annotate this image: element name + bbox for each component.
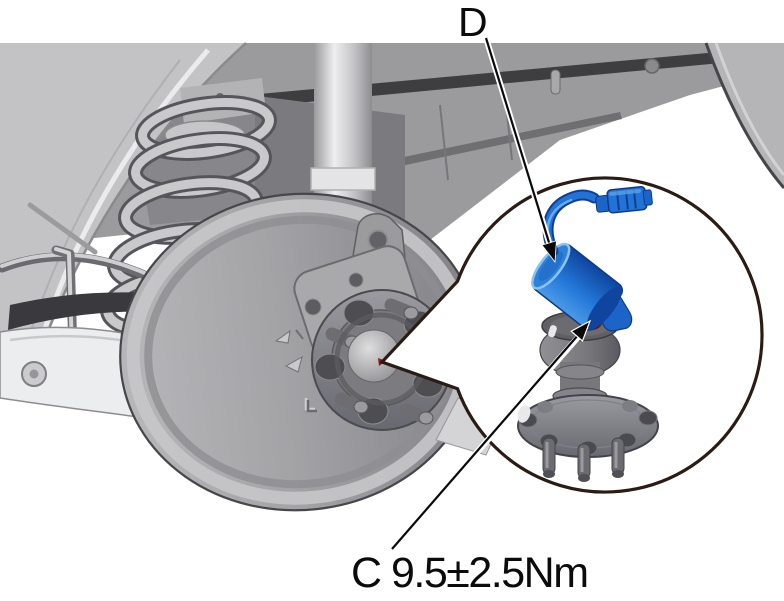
arrowhead-d [541,240,557,264]
hub-detail [517,310,659,482]
harness-connector [595,185,653,214]
strut-collar [310,167,376,191]
hub-top-highlight [548,325,557,338]
sensor-body [531,242,624,331]
panel-hole [644,58,660,74]
torque-label-c: C 9.5±2.5Nm [351,549,589,597]
arrowhead-c [570,319,592,343]
callout-label-d: D [458,0,488,45]
hub-detail-studs [542,437,625,482]
leader-line-d [484,37,553,250]
shield-stamp-l [306,400,317,413]
shield-stamp-arrows [274,329,317,413]
leader-lines [389,37,592,551]
leader-line-c [391,333,580,550]
right-wheel-arch [704,42,784,189]
wheel-speed-sensor [531,185,653,332]
panel-pin [550,69,561,95]
